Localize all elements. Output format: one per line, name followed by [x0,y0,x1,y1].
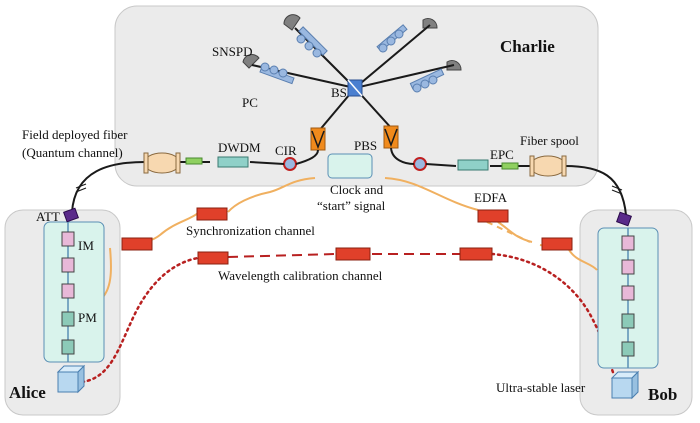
fiber-spool-right [529,155,567,177]
sync-device-alice [121,237,153,251]
cir-right [413,157,427,171]
alice-modulators [61,231,75,355]
red-devices [121,207,573,265]
pc-label: PC [242,95,258,110]
im-modulator [61,257,75,273]
quantum-channel-label: (Quantum channel) [22,145,123,160]
pbs-blocks [310,125,399,151]
im-label: IM [78,238,94,253]
pm-modulator [621,313,635,329]
att-bob [616,211,632,227]
dwdm-box-right [457,159,489,171]
bs-beam-splitter [347,79,363,97]
pm-label: PM [78,310,97,325]
cir-left [283,157,297,171]
calibration-device-right [459,247,493,261]
fiber-break-marks [75,183,623,195]
att-alice [63,207,79,223]
ultra-stable-laser-bob [610,370,640,400]
sync-device-mid-left [196,207,228,221]
charlie-label: Charlie [500,37,555,56]
alice-label: Alice [9,383,46,402]
calibration-device-left [197,251,229,265]
snspd-detector-left [242,54,260,69]
pc-paddle [259,65,295,85]
att-label: ATT [36,209,60,224]
fiber-spool-label: Fiber spool [520,133,579,148]
pm-modulator [61,311,75,327]
epc-component [501,162,519,170]
cir-label: CIR [275,143,297,158]
snspd-label: SNSPD [212,44,252,59]
snspd-detector-top-right [422,17,438,29]
sync-channel-label: Synchronization channel [186,223,315,238]
edfa-label: EDFA [474,190,508,205]
field-fiber-label: Field deployed fiber [22,127,128,142]
ultra-stable-laser-alice [56,364,86,394]
wavelength-channel-label: Wavelength calibration channel [218,268,383,283]
epc-label: EPC [490,147,514,162]
sync-device-bob [541,237,573,251]
pm-modulator [61,339,75,355]
clock-label: Clock and [330,182,384,197]
im-modulator [621,259,635,275]
im-modulator [61,231,75,247]
pm-modulator [621,341,635,357]
ultra-stable-laser-label: Ultra-stable laser [496,380,586,395]
im-modulator [621,235,635,251]
bs-label: BS [331,85,347,100]
pbs-label: PBS [354,138,377,153]
calibration-device-mid [335,247,371,261]
bob-label: Bob [648,385,677,404]
snspd-detector-top-left [283,14,301,31]
sync-dashed-segment [486,221,531,243]
im-modulator [61,283,75,299]
im-modulator [621,285,635,301]
clock-box [327,153,373,179]
dwdm-box-left [217,156,249,168]
bob-modulators [621,235,635,357]
polarization-controllers [259,24,445,93]
dwdm-label: DWDM [218,140,261,155]
green-filter-left [185,157,203,165]
edfa-device [477,209,509,223]
start-signal-label: “start” signal [317,198,386,213]
fiber-spool-left [143,152,181,174]
